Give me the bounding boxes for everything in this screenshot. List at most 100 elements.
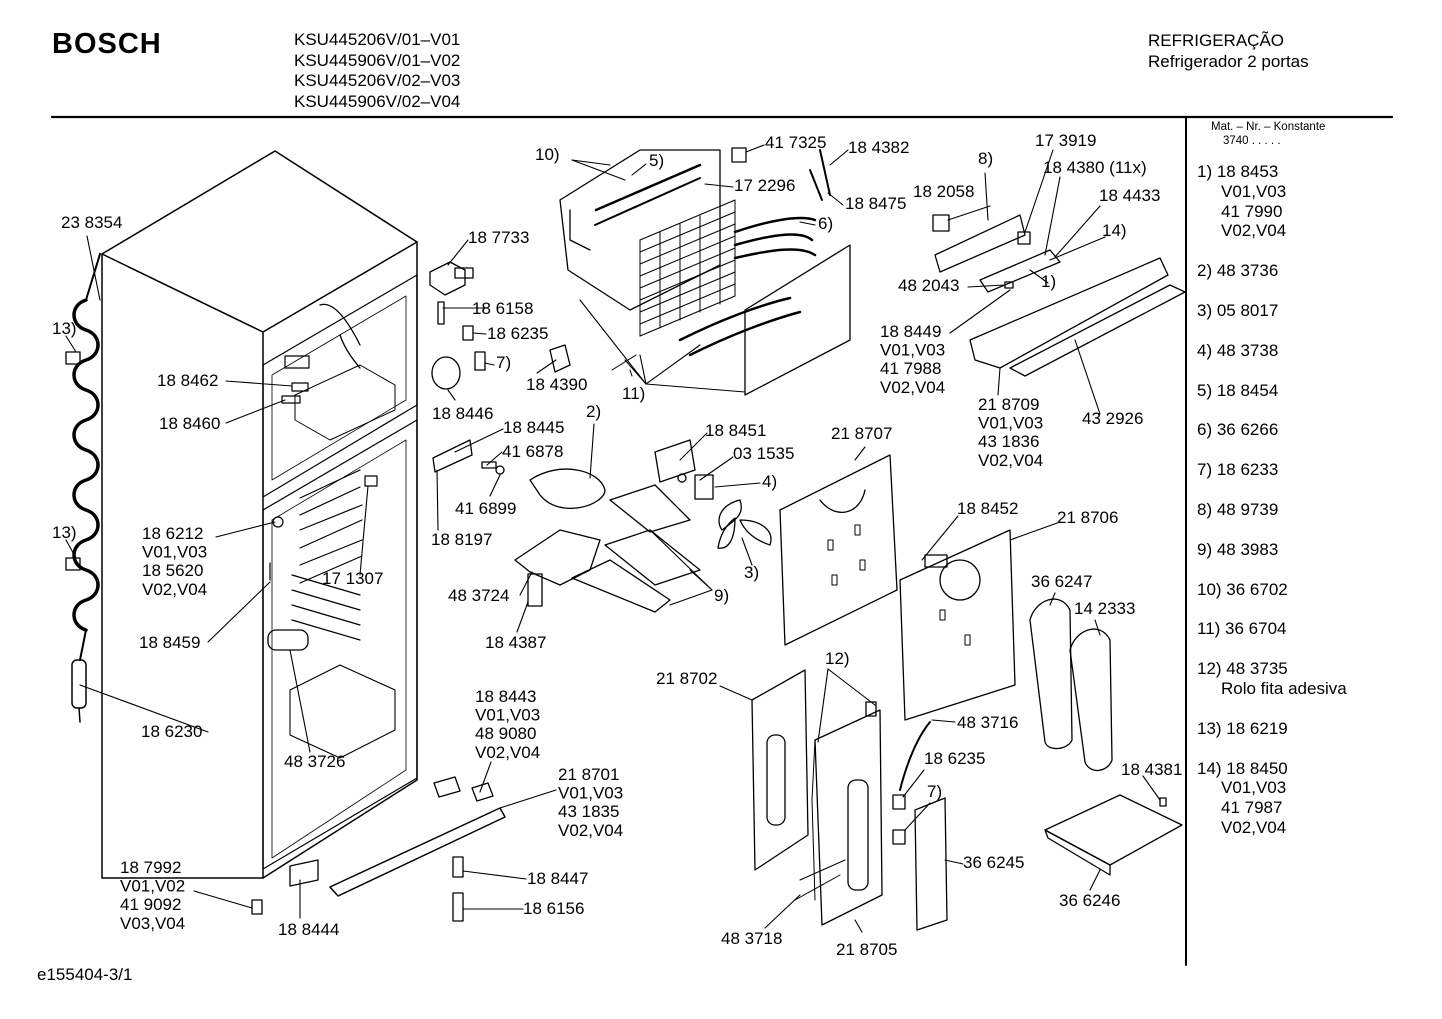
callout-c366246: 36 6246: [1059, 891, 1120, 910]
model-line: KSU445206V/01–V01: [294, 30, 461, 49]
callout-line: 18 4390: [526, 375, 587, 394]
sidebar-constant: 3740 . . . . .: [1223, 135, 1281, 147]
legend-entry: 41 7990: [1221, 201, 1283, 221]
callout-line: 03 1535: [733, 444, 794, 463]
callout-line: 7): [496, 353, 511, 372]
callout-line: 18 8459: [139, 633, 200, 652]
callout-line: V01,V03: [558, 784, 623, 803]
callout-line: 48 9080: [475, 724, 536, 743]
callout-line: 36 6247: [1031, 572, 1092, 591]
callout-line: V02,V04: [558, 821, 623, 840]
callout-line: 11): [622, 384, 645, 403]
leader-line: [817, 668, 829, 743]
legend-entry: 3) 05 8017: [1197, 301, 1279, 320]
callout-line: 17 3919: [1035, 131, 1096, 150]
leader-line: [827, 668, 876, 706]
callout-line: 10): [535, 145, 560, 164]
callout-c6: 6): [818, 214, 833, 233]
leader-line: [947, 205, 991, 221]
callout-c186230: 18 6230: [141, 722, 202, 741]
leader-line: [704, 183, 734, 188]
callout-line: 18 6230: [141, 722, 202, 741]
callout-c14: 14): [1102, 221, 1127, 240]
leader-line: [65, 539, 77, 559]
sidebar-heading-label: Mat. – Nr. – Konstante: [1211, 121, 1326, 133]
callout-c188460: 18 8460: [159, 414, 220, 433]
callout-c7b: 7): [927, 782, 942, 801]
callout-c416878: 41 6878: [502, 442, 563, 461]
leader-line: [799, 221, 816, 226]
callout-line: V02,V04: [880, 378, 945, 397]
callout-line: 18 4381: [1121, 760, 1182, 779]
door-parts-drawing: [751, 598, 1183, 931]
callout-c186156: 18 6156: [523, 899, 584, 918]
category-block: REFRIGERAÇÃO Refrigerador 2 portas: [1148, 30, 1309, 72]
callout-c186235b: 18 6235: [924, 749, 985, 768]
callout-c483724: 48 3724: [448, 586, 509, 605]
leader-line: [589, 423, 595, 479]
leader-line: [944, 859, 964, 865]
callout-line: 21 8707: [831, 424, 892, 443]
leader-line: [447, 239, 469, 266]
callout-c9: 9): [714, 586, 729, 605]
callout-c186158: 18 6158: [472, 299, 533, 318]
legend-entry: 6) 36 6266: [1197, 420, 1279, 440]
leader-line: [645, 344, 701, 385]
leader-line: [679, 432, 708, 461]
callout-line: V01,V03: [475, 706, 540, 725]
cabinet-drawing: [65, 150, 506, 922]
callout-line: 18 8444: [278, 920, 339, 939]
leader-line: [462, 870, 527, 880]
callout-c031535: 03 1535: [733, 444, 794, 463]
legend-entry: V02,V04: [1221, 221, 1287, 241]
callout-c483716: 48 3716: [957, 713, 1018, 732]
callout-line: 8): [978, 149, 993, 168]
callout-c188445: 18 8445: [503, 418, 564, 437]
leader-line: [902, 769, 925, 798]
leader-line: [571, 159, 626, 181]
legend-entry: 1) 18 8453: [1197, 162, 1279, 181]
callout-line: 18 4433: [1099, 186, 1160, 205]
callout-c173919: 17 3919: [1035, 131, 1096, 150]
leader-line: [741, 537, 753, 566]
leader-line: [714, 482, 761, 488]
callout-line: V01,V03: [978, 414, 1043, 433]
callout-line: 18 6235: [924, 749, 985, 768]
callout-line: 21 8709: [978, 395, 1039, 414]
leader-line: [479, 761, 492, 793]
leader-line: [719, 685, 753, 701]
callout-c11: 11): [622, 384, 645, 403]
callout-line: 13): [52, 319, 77, 338]
leader-line: [1009, 521, 1061, 541]
callout-c182058: 18 2058: [913, 182, 974, 201]
callout-line: 18 8475: [845, 194, 906, 213]
callout-c171307: 17 1307: [322, 569, 383, 588]
leader-line: [854, 446, 866, 461]
callout-line: 18 7733: [468, 228, 529, 247]
leader-line: [1054, 205, 1101, 258]
callout-c432926: 43 2926: [1082, 409, 1143, 428]
callout-c238354: 23 8354: [61, 213, 122, 232]
callout-c218706: 21 8706: [1057, 508, 1118, 527]
callout-line: 18 6212: [142, 524, 203, 543]
leader-line: [193, 890, 253, 909]
legend-entry: 12) 48 3735: [1197, 659, 1288, 679]
leader-line: [472, 332, 487, 335]
callout-line: 12): [825, 649, 850, 668]
callout-c184387: 18 4387: [485, 633, 546, 652]
document-id: e155404-3/1: [37, 965, 133, 984]
callout-c13b: 13): [52, 523, 77, 542]
callout-line: 14 2333: [1074, 599, 1135, 618]
callout-line: 48 3726: [284, 752, 345, 771]
leader-line: [699, 456, 734, 481]
callout-c188475: 18 8475: [845, 194, 906, 213]
callout-line: V02,V04: [475, 743, 540, 762]
leader-line: [571, 159, 611, 166]
legend-entry: 8) 48 9739: [1197, 500, 1279, 519]
callout-c2: 2): [586, 402, 601, 421]
callout-c184390: 18 4390: [526, 375, 587, 394]
callout-line: 43 1835: [558, 802, 619, 821]
